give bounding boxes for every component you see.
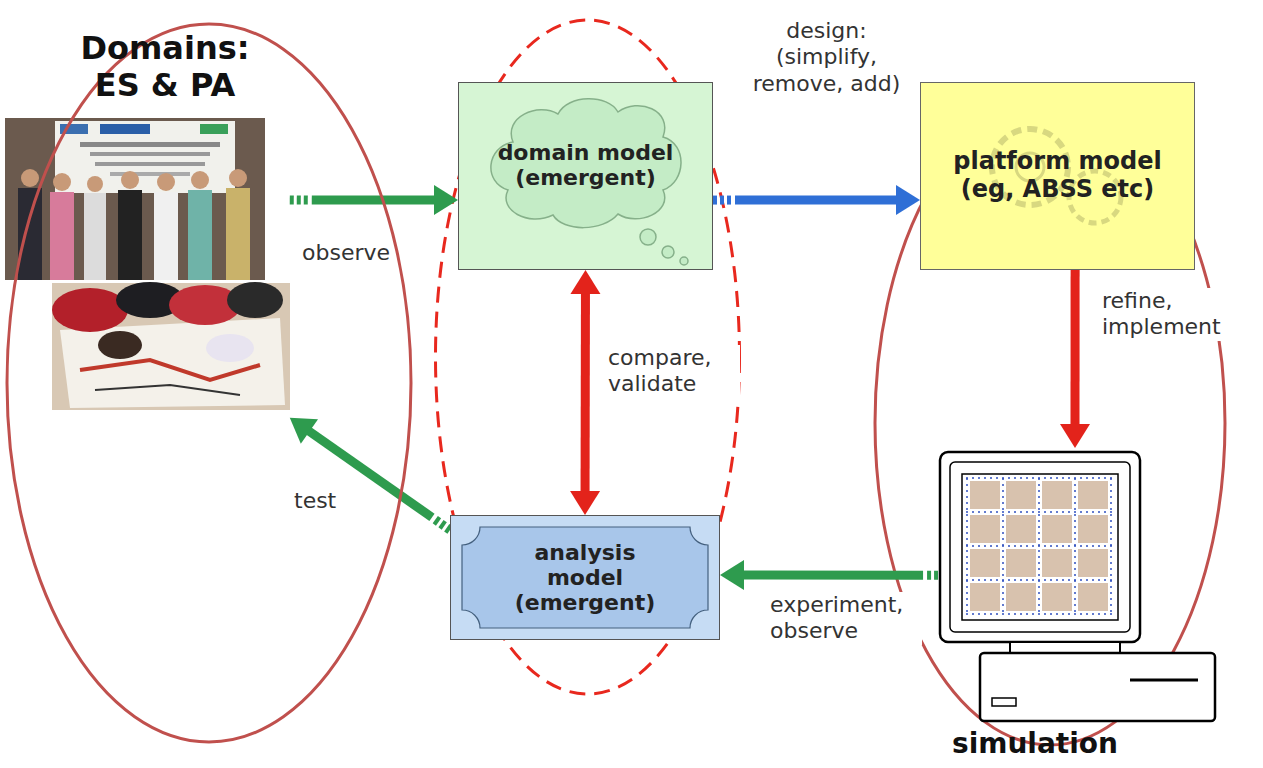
screen-cell [1078,549,1108,577]
thought-bubble [662,246,674,258]
screen-grid [1074,478,1076,616]
screen-cell [970,515,1000,543]
node-label: analysis model (emergent) [505,540,665,616]
arrow-shaft [720,196,724,205]
arrow-label: experiment, observe [768,592,922,645]
dashed-group-ellipse [436,20,740,694]
model-box: platform model (eg, ABSS etc) [920,82,1195,270]
screen-cell [1042,515,1072,543]
screen-cell [1042,481,1072,509]
notched-plate [462,527,708,628]
arrow-shaft [447,528,450,530]
screen-grid [1002,478,1004,616]
thought-bubble [680,257,688,265]
rect-part [962,474,1118,620]
workshop-photo [5,118,265,280]
arrow-label: compare, validate [606,345,740,398]
screen-cell [1078,515,1108,543]
rect-part [950,462,1130,632]
thought-bubble [640,229,656,245]
arrow-label: observe [300,240,392,266]
rect-part [980,653,1215,721]
arrow-shaft [927,571,931,580]
screen-cell [970,583,1000,611]
arrow-head [1060,424,1090,448]
screen-cell [1042,549,1072,577]
box-fill [451,516,720,640]
node-label: domain model (emergent) [491,140,681,191]
arrow-shaft [297,195,301,204]
model-box: domain model (emergent) [458,82,713,270]
arrow-shaft [1071,270,1080,425]
domain-ellipse-outline [7,24,411,742]
screen-grid [966,478,968,616]
arrow-shaft [312,195,435,204]
screen-cell [1042,583,1072,611]
screen-grid [966,579,1114,581]
arrow-shaft [304,195,308,204]
flow-arrow [290,185,458,215]
screen-cell [1006,481,1036,509]
computer-icon [940,452,1215,721]
screen-cell [1006,515,1036,543]
arrow-shaft [290,195,294,204]
screen-cell [1006,549,1036,577]
node-outline [5,22,413,744]
flow-arrow [1060,270,1090,448]
arrow-shaft [713,196,717,205]
screen-cell [1006,583,1036,611]
box-fill [459,83,713,270]
arrow-shaft [441,524,444,526]
flow-arrow [290,418,450,530]
model-box: analysis model (emergent) [450,515,720,640]
domain-ellipse: Domains: ES & PA [5,22,413,744]
rect-part [1010,642,1120,653]
screen-cell [970,549,1000,577]
node-label: platform model (eg, ABSS etc) [933,148,1183,203]
flow-arrow [720,560,945,590]
mapping-photo [52,282,290,410]
arrow-shaft [743,571,923,580]
node-heading: simulation [930,728,1140,760]
screen-grid [966,511,1114,513]
screen-grid [966,545,1114,547]
computer-node: simulation [930,448,1220,766]
arrow-label: test [292,488,338,514]
screen-cell [1078,481,1108,509]
arrow-head [720,560,744,590]
arrow-label: refine, implement [1100,288,1254,341]
node-heading: Domains: ES & PA [65,30,265,104]
arrow-head [570,491,600,515]
node-outline [930,448,1220,766]
thought-cloud [491,99,681,228]
screen-grid [1038,478,1040,616]
flow-arrow [713,185,920,215]
line-part [1130,679,1198,682]
screen-grid [966,613,1114,615]
arrow-head [570,270,600,294]
box-fill [921,83,1195,270]
flow-arrow [570,270,600,515]
screen-grid [1110,478,1112,616]
screen-cell [1078,583,1108,611]
rect-part [940,452,1140,642]
arrow-shaft [735,196,897,205]
arrow-shaft [435,520,438,522]
screen-grid [966,477,1114,479]
screen-cell [970,481,1000,509]
arrow-shaft [934,571,938,580]
rect-part [992,698,1016,706]
arrow-head [896,185,920,215]
arrow-shaft [581,293,590,492]
arrow-head [434,185,458,215]
arrow-shaft [727,196,731,205]
arrow-label: design: (simplify, remove, add) [742,18,911,97]
